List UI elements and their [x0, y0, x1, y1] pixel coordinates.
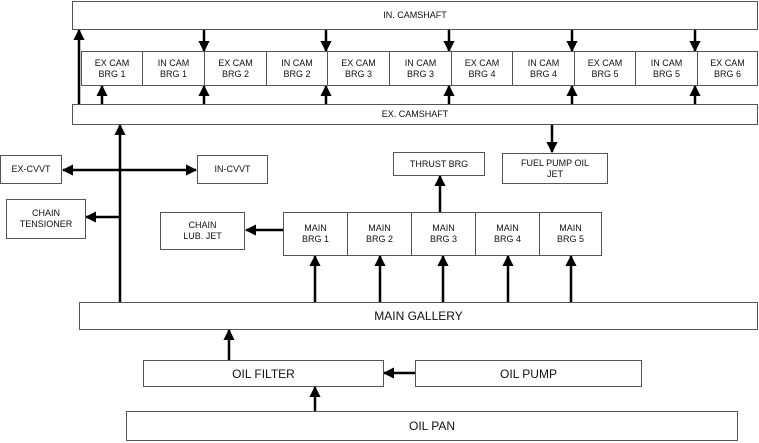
main-bearing-4: MAIN BRG 4 — [475, 212, 540, 256]
fuel-pump-oil-jet: FUEL PUMP OIL JET — [502, 153, 608, 184]
cam-bearing-in-4: IN CAM BRG 4 — [512, 51, 575, 86]
main-bearing-2: MAIN BRG 2 — [347, 212, 412, 256]
oil-filter: OIL FILTER — [143, 360, 384, 387]
chain-tensioner: CHAIN TENSIONER — [6, 199, 86, 239]
main-bearing-5: MAIN BRG 5 — [539, 212, 602, 256]
cam-bearing-in-5: IN CAM BRG 5 — [635, 51, 698, 86]
chain-lub-jet: CHAIN LUB. JET — [160, 212, 245, 250]
ex-camshaft: EX. CAMSHAFT — [72, 104, 758, 125]
cam-bearing-in-2: IN CAM BRG 2 — [266, 51, 328, 86]
ex-cvvt: EX-CVVT — [0, 155, 62, 184]
in-cvvt: IN-CVVT — [197, 155, 268, 184]
cam-bearing-ex-1: EX CAM BRG 1 — [81, 51, 143, 86]
cam-bearing-ex-3: EX CAM BRG 3 — [327, 51, 390, 86]
main-bearing-3: MAIN BRG 3 — [411, 212, 476, 256]
cam-bearing-ex-5: EX CAM BRG 5 — [574, 51, 636, 86]
main-gallery: MAIN GALLERY — [79, 302, 758, 330]
cam-bearing-ex-2: EX CAM BRG 2 — [204, 51, 267, 86]
cam-bearing-in-3: IN CAM BRG 3 — [389, 51, 452, 86]
cam-bearing-ex-4: EX CAM BRG 4 — [451, 51, 513, 86]
main-bearing-1: MAIN BRG 1 — [283, 212, 348, 256]
oil-pan: OIL PAN — [126, 411, 738, 441]
cam-bearing-in-1: IN CAM BRG 1 — [142, 51, 205, 86]
thrust-bearing: THRUST BRG — [393, 152, 485, 176]
in-camshaft: IN. CAMSHAFT — [72, 1, 758, 30]
oil-pump: OIL PUMP — [415, 360, 642, 387]
cam-bearing-ex-6: EX CAM BRG 6 — [697, 51, 758, 86]
